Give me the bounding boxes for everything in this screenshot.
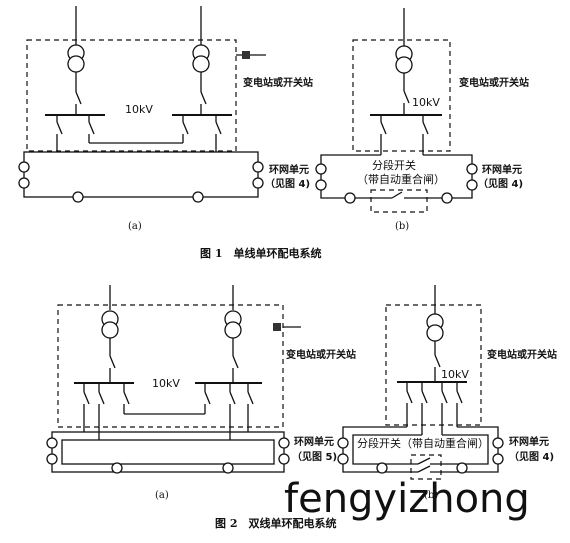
fig1a-station-label: 变电站或开关站	[243, 76, 313, 89]
fig1a-ring-loop	[23, 151, 259, 198]
fig1-panel-a: 10kV 变电站或开关站 环网单元 （见图 4) (a)	[18, 6, 313, 232]
fig1b-sublabel: (b)	[395, 221, 409, 232]
fig1b-rmu-label-2: （见图 4)	[478, 177, 523, 190]
fig2-panel-a: 10kV 变电站或开关站 环网单元 （见图 5) (a)	[46, 285, 356, 501]
fig2a-rmu-label-2: （见图 5)	[292, 450, 337, 463]
fig1b-voltage: 10kV	[412, 96, 440, 109]
fig2b-station-label: 变电站或开关站	[487, 348, 557, 361]
fig2b-rmu-label-2: （见图 4)	[509, 450, 554, 463]
fig1a-voltage: 10kV	[125, 103, 153, 116]
fig1b-section-switch-box	[370, 189, 428, 213]
fig2a-ring-outer	[51, 431, 285, 473]
fig1a-sublabel: (a)	[128, 221, 142, 232]
fig2a-sublabel: (a)	[155, 490, 169, 501]
fig2a-station-box	[57, 304, 284, 428]
fig2a-station-label: 变电站或开关站	[286, 348, 356, 361]
fig1b-section-switch	[391, 191, 403, 199]
fig2b-switch-label: 分段开关（带自动重合闸）	[357, 436, 489, 450]
fig2b-station-box	[385, 304, 482, 426]
fig1a-breaker-right	[200, 91, 207, 105]
figure2-caption: 图 2 双线单环配电系统	[215, 516, 336, 530]
fig2b-rmu-label-1: 环网单元	[509, 435, 549, 448]
fig1b-switch-label-2: （带自动重合闸）	[357, 172, 445, 186]
fig1b-station-label: 变电站或开关站	[459, 76, 529, 89]
figure1-caption: 图 1 单线单环配电系统	[200, 246, 321, 260]
watermark-text: fengyizhong	[284, 476, 530, 522]
fig1b-switch-label-1: 分段开关	[372, 158, 416, 172]
fig1a-switch-symbol	[242, 51, 250, 59]
fig1b-station-box	[352, 39, 451, 152]
fig2b-section-switch	[417, 457, 431, 465]
fig2b-sublabel: (b)	[424, 490, 438, 501]
fig2b-voltage: 10kV	[441, 368, 469, 381]
fig1b-rmu-label-1: 环网单元	[482, 163, 522, 176]
fig2a-voltage: 10kV	[152, 377, 180, 390]
fig1a-breaker-left	[75, 91, 82, 105]
fig1a-station-box	[26, 39, 237, 152]
fig2a-switch-symbol	[273, 323, 281, 331]
fig2a-rmu-label-1: 环网单元	[294, 435, 334, 448]
fig2a-ring-inner	[61, 439, 275, 465]
fig1a-rmu-label-1: 环网单元	[269, 163, 309, 176]
fig2-panel-b: 10kV 变电站或开关站 分段开关（带自动重合闸） 环网单元 （见图 4) (b…	[337, 285, 557, 501]
fig1a-rmu	[18, 161, 30, 173]
fig1a-rmu-label-2: （见图 4)	[265, 177, 310, 190]
fig1-panel-b: 10kV 变电站或开关站 分段开关 （带自动重合闸） 环网单元 （见图 4) (…	[315, 8, 529, 232]
